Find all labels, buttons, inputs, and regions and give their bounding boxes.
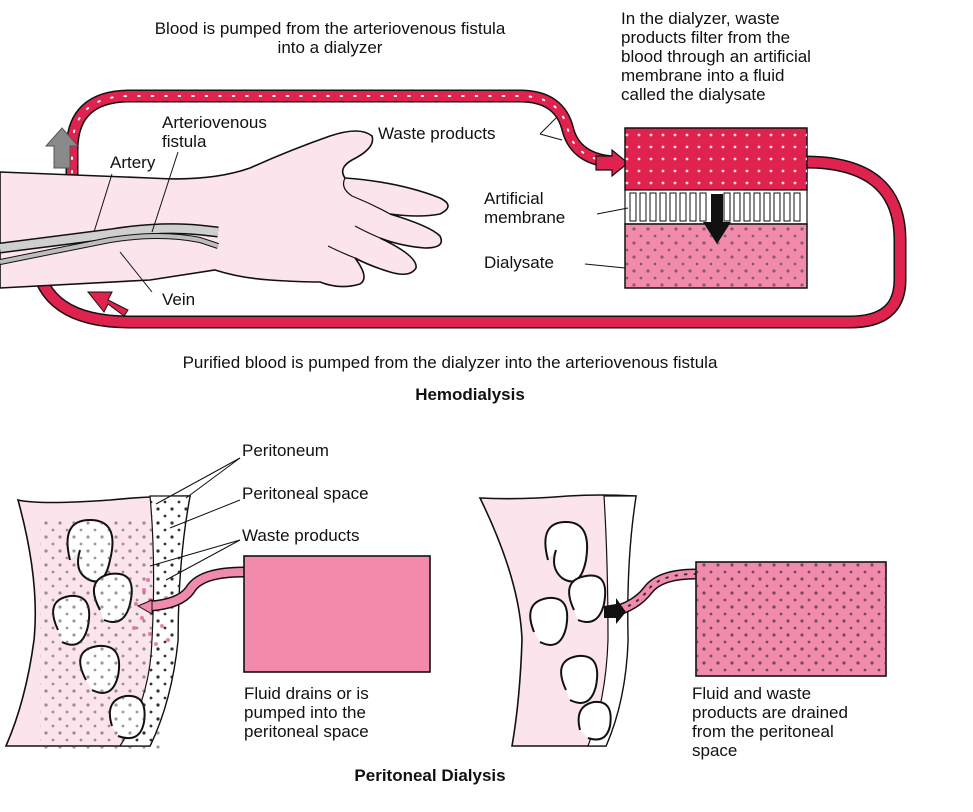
artery-label: Artery	[110, 153, 156, 172]
peritoneum-label: Peritoneum	[242, 441, 329, 460]
intestine-loops-right	[529, 520, 612, 741]
outflow-arrow-icon	[44, 127, 80, 169]
hemo-bottom-caption: Purified blood is pumped from the dialyz…	[182, 353, 718, 372]
forearm-outline	[0, 130, 449, 289]
hemodialysis-section	[0, 89, 907, 329]
hemo-top-caption: Blood is pumped from the arteriovenous f…	[154, 19, 506, 57]
vein-label: Vein	[162, 290, 196, 309]
perit-waste-label: Waste products	[242, 526, 360, 545]
fistula-label: Arteriovenous fistula	[162, 113, 267, 151]
hemo-leader-lines	[93, 117, 629, 293]
membrane-label: Artificial membrane	[484, 189, 566, 227]
waste-products-label: Waste products	[378, 124, 496, 143]
waste-dots-left	[40, 520, 160, 750]
hemo-title: Hemodialysis	[415, 385, 525, 404]
perit-leader-lines	[149, 457, 241, 581]
finger-lines	[327, 177, 391, 259]
peritoneal-space-label: Peritoneal space	[242, 484, 369, 503]
drain-arrow-icon	[604, 598, 626, 624]
dialysate-label: Dialysate	[484, 253, 554, 272]
dialyzer-inflow-arrow-icon	[595, 148, 629, 178]
dialyzer-caption: In the dialyzer, waste products filter f…	[621, 9, 811, 104]
inflow-arrow-icon	[136, 599, 153, 615]
perit-left-caption: Fluid drains or is pumped into the perit…	[244, 684, 369, 741]
dialysate-bag-left	[243, 555, 431, 673]
peritoneal-right-figure	[478, 494, 887, 747]
dialyzer-box	[624, 127, 808, 289]
perit-title: Peritoneal Dialysis	[354, 766, 506, 785]
return-arrow-icon	[86, 291, 129, 317]
perit-right-caption: Fluid and waste products are drained fro…	[692, 684, 848, 760]
filtration-arrow-icon	[703, 194, 731, 244]
peritoneal-left-figure	[4, 457, 431, 750]
membrane-pores	[629, 192, 801, 222]
